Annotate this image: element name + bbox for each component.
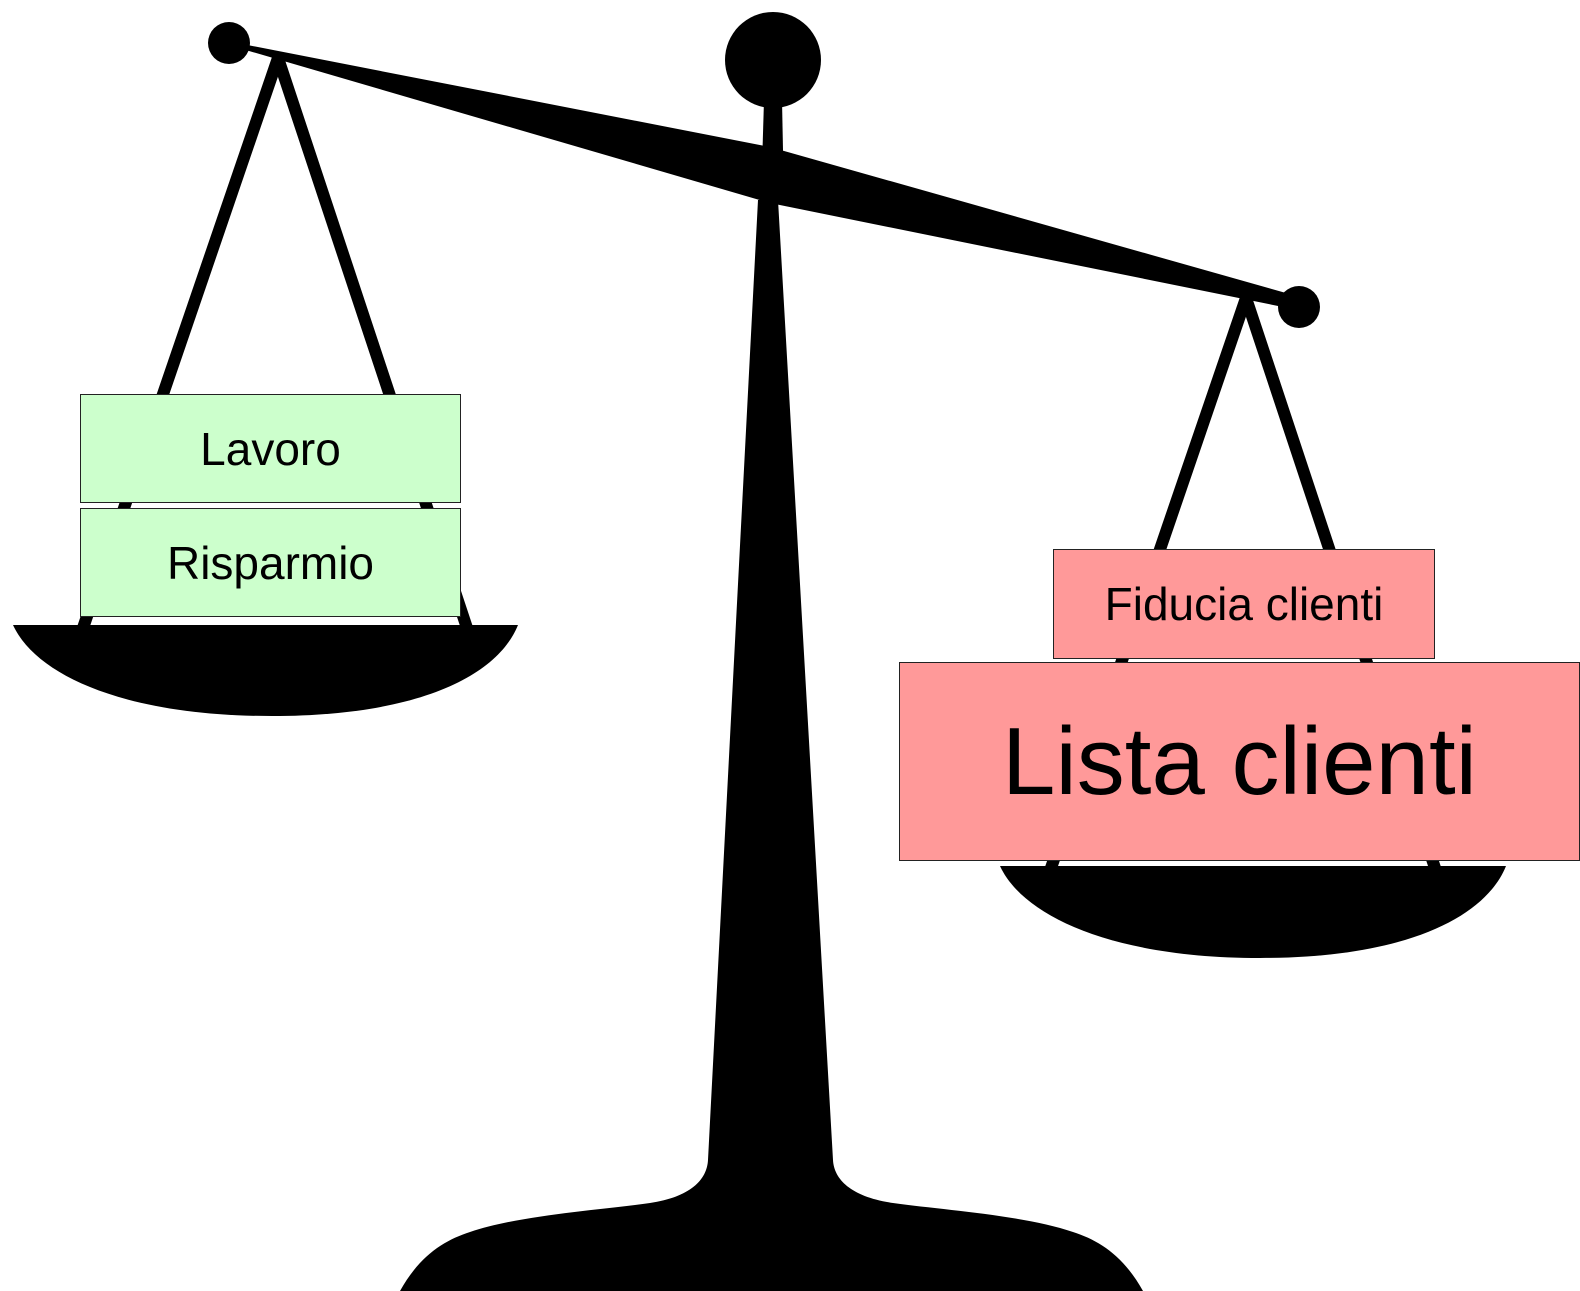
scale-beam (232, 42, 1293, 308)
pivot-knob (725, 12, 821, 108)
right-pan-item-lista-clienti: Lista clienti (899, 662, 1580, 861)
right-pan (1000, 866, 1506, 958)
left-pan-item-label: Lavoro (200, 422, 341, 475)
left-pan-item-risparmio: Risparmio (80, 508, 461, 617)
left-pan (13, 625, 518, 716)
left-pan-item-label: Risparmio (166, 536, 375, 589)
right-pan-item-fiducia-clienti: Fiducia clienti (1053, 549, 1435, 659)
left-pan-item-lavoro: Lavoro (80, 394, 461, 503)
right-pan-item-label: Fiducia clienti (1104, 578, 1384, 630)
beam-end-left (208, 22, 250, 64)
beam-end-right (1278, 286, 1320, 328)
scale-base (400, 200, 1143, 1291)
right-pan-item-label: Lista clienti (1002, 707, 1477, 815)
